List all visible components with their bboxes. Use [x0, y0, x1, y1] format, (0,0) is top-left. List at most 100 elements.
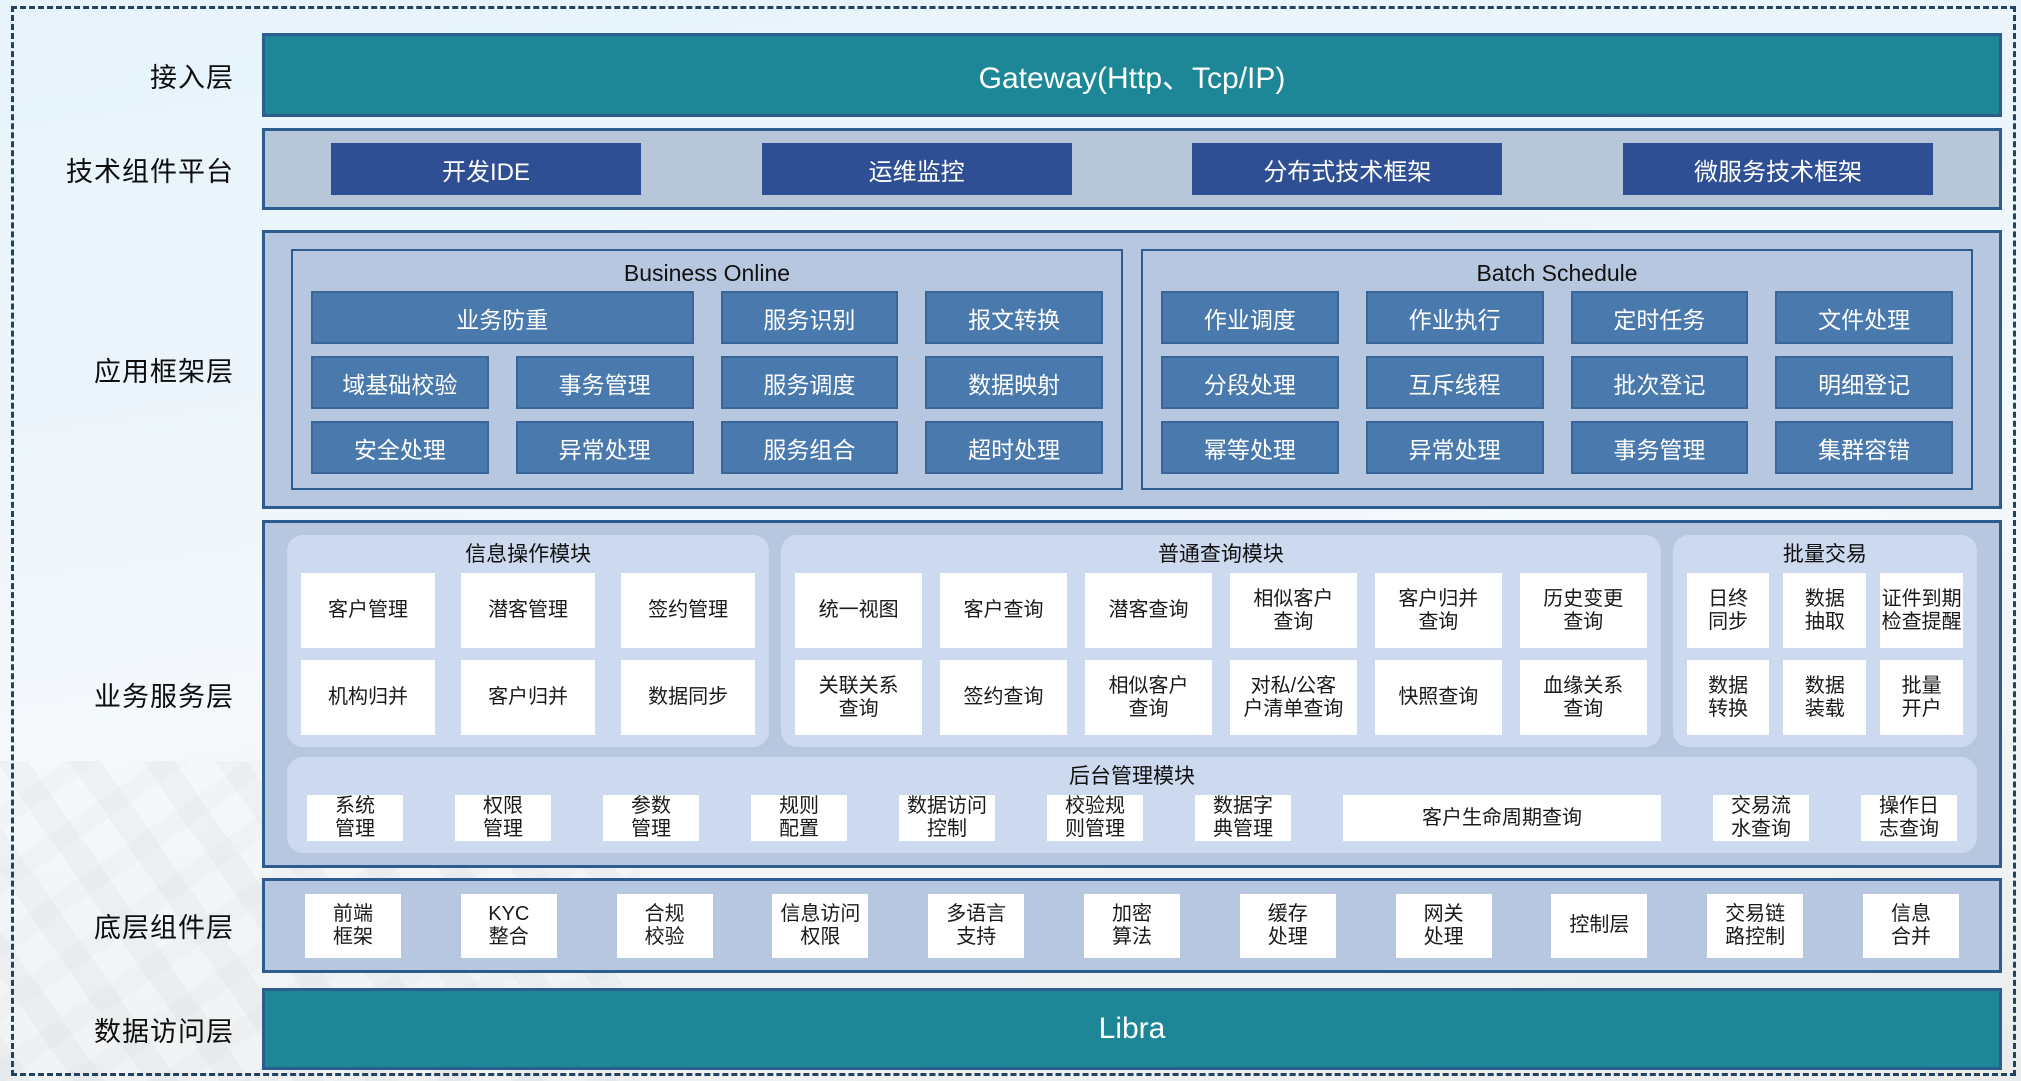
base-component-item: 网关 处理 [1395, 893, 1492, 958]
business-online-item: 服务识别 [720, 291, 899, 344]
batch-schedule-item: 异常处理 [1365, 421, 1544, 474]
info-operation-item: 潜客管理 [461, 573, 596, 648]
common-query-item: 关联关系 查询 [795, 660, 923, 735]
common-query-item: 快照查询 [1374, 660, 1502, 735]
common-query-item: 客户归并 查询 [1374, 573, 1502, 648]
batch-schedule-item: 作业调度 [1161, 291, 1339, 344]
base-component-item: 多语言 支持 [928, 893, 1025, 958]
common-query-item: 潜客查询 [1085, 573, 1212, 648]
base-component-item: KYC 整合 [460, 893, 557, 958]
common-query-item: 相似客户 查询 [1085, 660, 1212, 735]
libra-bar: Libra [262, 988, 2002, 1070]
info-operation-item: 机构归并 [301, 660, 436, 735]
access-layer-row: 接入层 Gateway(Http、Tcp/IP) [0, 33, 2021, 117]
batch-trade-title: 批量交易 [1782, 543, 1867, 566]
business-online-item: 事务管理 [515, 356, 694, 409]
base-component-item: 合规 校验 [616, 893, 713, 958]
common-query-grid: 统一视图客户查询潜客查询相似客户 查询 客户归并 查询历史变更 查询关联关系 查询… [795, 573, 1647, 735]
business-online-title: Business Online [623, 260, 791, 286]
admin-module-item: 数据访问 控制 [899, 795, 995, 841]
layer-label-access: 接入层 [150, 62, 234, 93]
base-component-item: 控制层 [1551, 893, 1648, 958]
business-online-item: 服务组合 [720, 421, 899, 474]
layer-label-app-framework: 应用框架层 [94, 357, 234, 387]
business-online-item: 业务防重 [311, 291, 694, 344]
batch-trade-item: 证件到期 检查提醒 [1880, 573, 1963, 648]
batch-schedule-title: Batch Schedule [1476, 260, 1638, 286]
platform-component: 微服务技术框架 [1622, 143, 1933, 195]
info-operation-grid: 客户管理潜客管理签约管理机构归并客户归并数据同步 [301, 573, 756, 735]
tech-platform-row: 技术组件平台 开发IDE 运维监控 分布式技术框架 微服务技术框架 [0, 128, 2021, 210]
admin-module: 后台管理模块 系统 管理权限 管理参数 管理规则 配置数据访问 控制校验规 则管… [287, 757, 1977, 853]
platform-component: 分布式技术框架 [1192, 143, 1503, 195]
base-component-item: 加密 算法 [1083, 893, 1180, 958]
data-access-row: 数据访问层 Libra [0, 988, 2021, 1070]
common-query-module: 普通查询模块 统一视图客户查询潜客查询相似客户 查询 客户归并 查询历史变更 查询… [781, 535, 1661, 747]
info-operation-title: 信息操作模块 [465, 543, 592, 566]
app-framework-panel: Business Online 业务防重服务识别报文转换域基础校验事务管理服务调… [262, 230, 2002, 509]
info-operation-module: 信息操作模块 客户管理潜客管理签约管理机构归并客户归并数据同步 [287, 535, 770, 747]
business-online-item: 异常处理 [515, 421, 694, 474]
batch-trade-module: 批量交易 日终 同步数据 抽取证件到期 检查提醒数据 转换数据 装载批量 开户 [1672, 535, 1977, 747]
business-service-panel: 信息操作模块 客户管理潜客管理签约管理机构归并客户归并数据同步 普通查询模块 统… [262, 520, 2002, 868]
common-query-item: 签约查询 [940, 660, 1067, 735]
batch-schedule-item: 幂等处理 [1161, 421, 1339, 474]
business-online-item: 超时处理 [925, 421, 1103, 474]
business-service-top-modules: 信息操作模块 客户管理潜客管理签约管理机构归并客户归并数据同步 普通查询模块 统… [287, 535, 1977, 747]
business-online-item: 域基础校验 [311, 356, 489, 409]
tech-platform-bar: 开发IDE 运维监控 分布式技术框架 微服务技术框架 [262, 128, 2002, 210]
admin-module-item: 规则 配置 [751, 795, 847, 841]
batch-schedule-item: 定时任务 [1570, 291, 1749, 344]
batch-schedule-item: 文件处理 [1775, 291, 1953, 344]
batch-trade-item: 数据 装载 [1783, 660, 1867, 735]
batch-schedule-item: 分段处理 [1161, 356, 1339, 409]
layer-label-tech-platform: 技术组件平台 [66, 156, 234, 187]
common-query-item: 统一视图 [795, 573, 923, 648]
info-operation-item: 客户归并 [461, 660, 596, 735]
admin-module-item: 权限 管理 [455, 795, 551, 841]
base-component-item: 前端 框架 [305, 893, 401, 958]
base-components-row: 底层组件层 前端 框架 KYC 整合合规 校验信息访问 权限多语言 支持加密 算法… [0, 878, 2021, 973]
admin-module-item: 数据字 典管理 [1195, 795, 1291, 841]
batch-schedule-item: 事务管理 [1570, 421, 1749, 474]
info-operation-item: 客户管理 [301, 573, 436, 648]
common-query-item: 对私/公客 户清单查询 [1229, 660, 1357, 735]
batch-schedule-item: 集群容错 [1775, 421, 1953, 474]
batch-trade-grid: 日终 同步数据 抽取证件到期 检查提醒数据 转换数据 装载批量 开户 [1686, 573, 1963, 735]
platform-component: 运维监控 [761, 143, 1072, 195]
common-query-item: 历史变更 查询 [1519, 573, 1647, 648]
batch-trade-item: 数据 转换 [1686, 660, 1770, 735]
base-component-item: 信息访问 权限 [772, 893, 869, 958]
layer-label-data-access: 数据访问层 [94, 1016, 234, 1047]
common-query-item: 血缘关系 查询 [1519, 660, 1647, 735]
app-framework-row: 应用框架层 Business Online 业务防重服务识别报文转换域基础校验事… [0, 230, 2021, 509]
business-online-grid: 业务防重服务识别报文转换域基础校验事务管理服务调度数据映射安全处理异常处理服务组… [311, 291, 1103, 474]
admin-module-item: 系统 管理 [307, 795, 403, 841]
platform-component: 开发IDE [331, 143, 641, 195]
gateway-bar: Gateway(Http、Tcp/IP) [262, 33, 2002, 117]
business-online-item: 数据映射 [925, 356, 1103, 409]
batch-trade-item: 批量 开户 [1880, 660, 1963, 735]
layer-label-base-components: 底层组件层 [94, 913, 234, 943]
batch-schedule-grid: 作业调度作业执行定时任务文件处理分段处理互斥线程批次登记明细登记幂等处理异常处理… [1161, 291, 1953, 474]
base-component-item: 交易链 路控制 [1707, 893, 1804, 958]
layer-label-business-service: 业务服务层 [94, 681, 234, 712]
business-service-row: 业务服务层 信息操作模块 客户管理潜客管理签约管理机构归并客户归并数据同步 普通… [0, 520, 2021, 868]
common-query-title: 普通查询模块 [1157, 543, 1284, 566]
batch-trade-item: 数据 抽取 [1783, 573, 1867, 648]
business-online-panel: Business Online 业务防重服务识别报文转换域基础校验事务管理服务调… [291, 249, 1123, 490]
common-query-item: 客户查询 [940, 573, 1067, 648]
batch-schedule-item: 批次登记 [1570, 356, 1749, 409]
admin-module-item: 交易流 水查询 [1713, 795, 1809, 841]
base-component-item: 信息 合并 [1862, 893, 1959, 958]
batch-schedule-item: 互斥线程 [1365, 356, 1544, 409]
admin-module-item: 操作日 志查询 [1861, 795, 1957, 841]
admin-module-title: 后台管理模块 [1069, 765, 1195, 788]
admin-module-item: 客户生命周期查询 [1343, 795, 1661, 841]
info-operation-item: 数据同步 [621, 660, 756, 735]
batch-schedule-item: 作业执行 [1365, 291, 1544, 344]
business-online-item: 安全处理 [311, 421, 489, 474]
